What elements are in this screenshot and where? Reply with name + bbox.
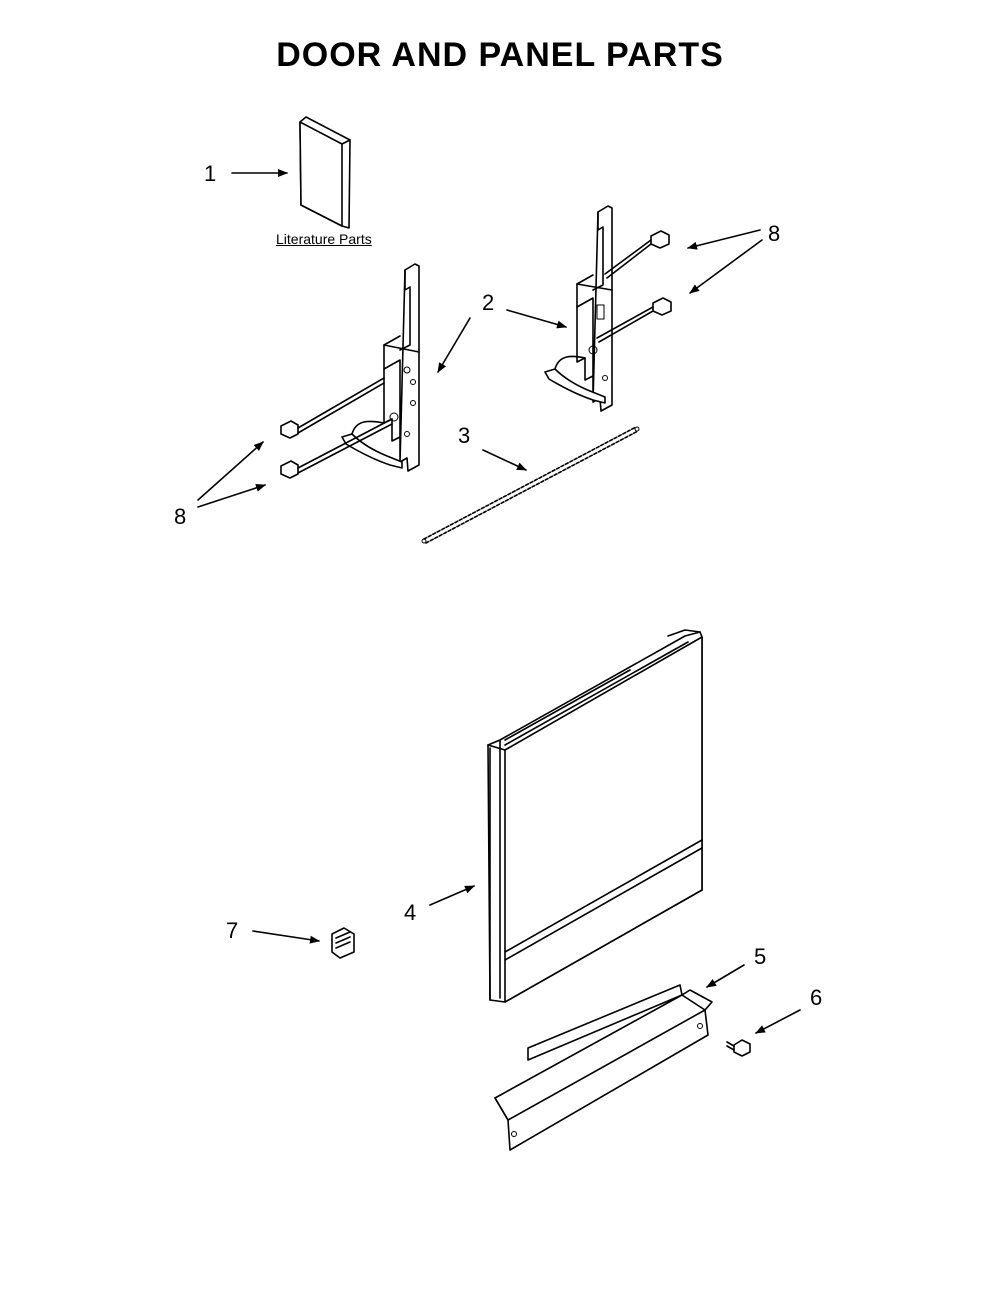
callout-2-arrow-left: [437, 317, 471, 373]
callout-6: 6: [810, 985, 823, 1010]
callout-8-right-arrow-1: [687, 229, 761, 250]
diagram-title: DOOR AND PANEL PARTS: [276, 36, 724, 74]
callout-8-left-arrow-2: [197, 484, 266, 508]
callout-3: 3: [458, 423, 471, 448]
right-hinge-bracket: [544, 205, 613, 412]
callout-7: 7: [226, 918, 239, 943]
callout-7-arrow: [252, 930, 320, 944]
literature-parts-label: Literature Parts: [276, 231, 372, 247]
callout-8-left-arrow-1: [197, 441, 264, 501]
door-rod: [421, 426, 640, 544]
right-screws: [596, 230, 672, 343]
toe-panel-screw: [726, 1039, 751, 1057]
left-screws: [280, 377, 393, 479]
literature-booklet: [299, 116, 351, 229]
callout-2-arrow-right: [506, 309, 567, 329]
callout-2: 2: [482, 290, 495, 315]
callout-4-arrow: [429, 885, 475, 906]
callout-8-right-arrow-2: [689, 239, 763, 294]
toe-panel: [494, 984, 713, 1151]
callout-5-arrow: [706, 964, 745, 988]
callout-8-right: 8: [768, 221, 781, 246]
callout-8-left: 8: [174, 504, 187, 529]
door-clip: [331, 927, 355, 959]
callout-1: 1: [204, 161, 217, 186]
callout-5: 5: [754, 944, 767, 969]
callout-4: 4: [404, 900, 417, 925]
callout-3-arrow: [482, 449, 527, 471]
left-hinge-bracket: [341, 263, 420, 472]
callout-6-arrow: [755, 1009, 801, 1034]
door-panel: [487, 629, 703, 1003]
